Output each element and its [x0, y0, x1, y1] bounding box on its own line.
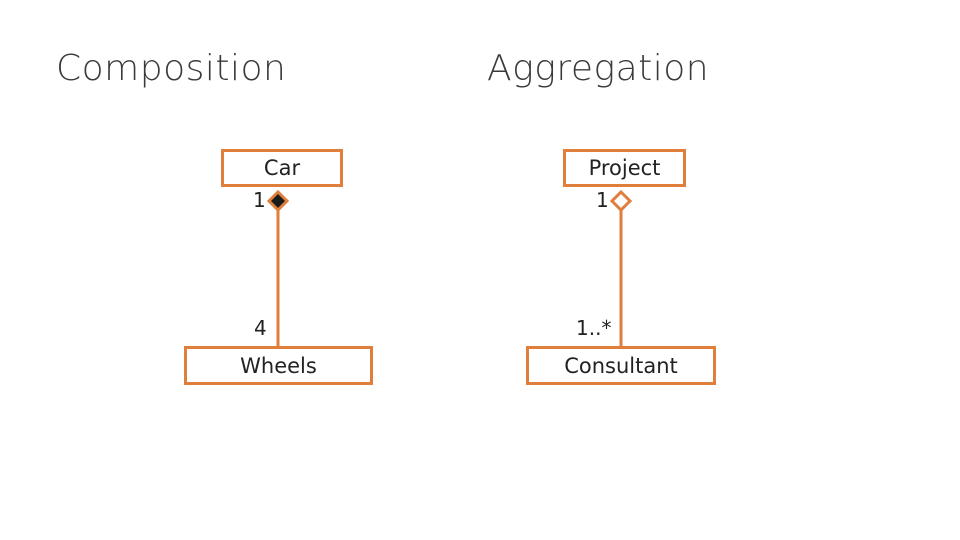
project-class-box: Project — [563, 149, 686, 187]
car-multiplicity: 1 — [253, 188, 266, 212]
wheels-class-box: Wheels — [184, 346, 373, 385]
car-class-label: Car — [263, 156, 301, 180]
consultant-class-box: Consultant — [526, 346, 716, 385]
project-multiplicity: 1 — [596, 188, 609, 212]
car-class-box: Car — [221, 149, 343, 187]
composition-filled-diamond-icon — [266, 189, 290, 213]
wheels-multiplicity: 4 — [254, 316, 267, 340]
consultant-class-label: Consultant — [564, 353, 678, 378]
wheels-class-label: Wheels — [240, 353, 317, 378]
aggregation-hollow-diamond-icon — [609, 189, 633, 213]
aggregation-title: Aggregation — [487, 48, 710, 89]
project-class-label: Project — [588, 156, 661, 180]
consultant-multiplicity: 1..* — [576, 316, 612, 340]
composition-title: Composition — [56, 48, 287, 89]
